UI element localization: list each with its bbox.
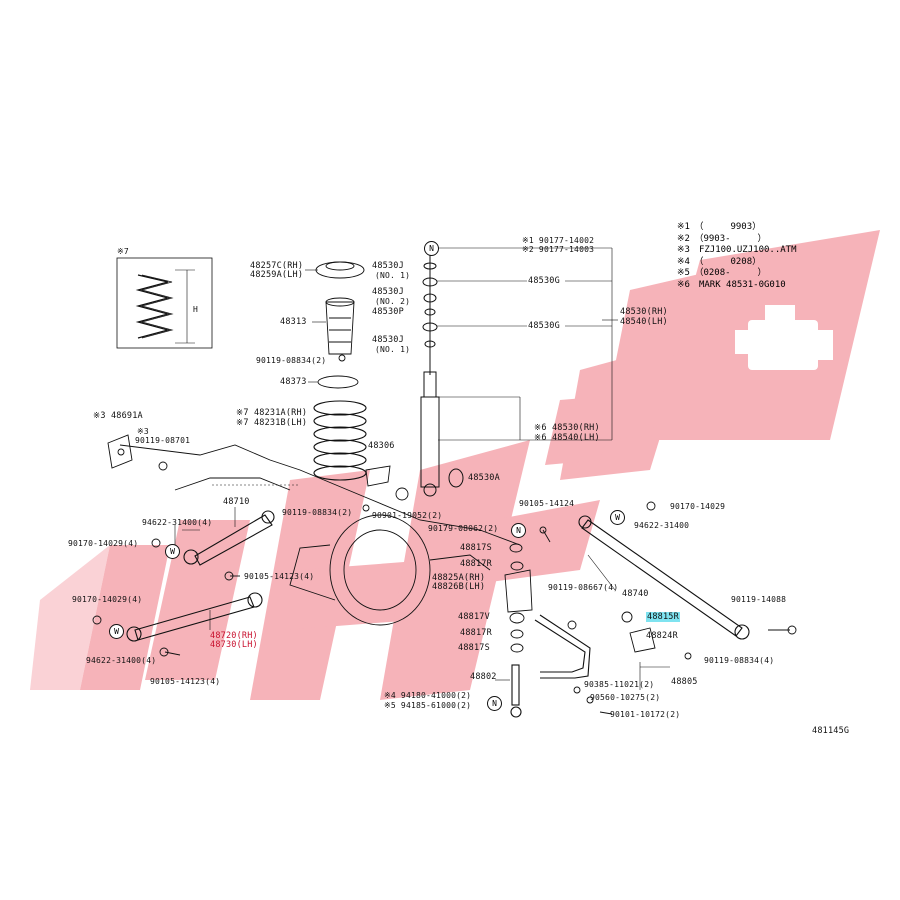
part-label[interactable]: 48817R (460, 559, 492, 569)
legend-item: ※2 （9903- ） (677, 233, 767, 244)
part-label: ※3 (137, 427, 149, 436)
part-label[interactable]: 48817R (460, 628, 492, 638)
coil-spring (313, 400, 367, 481)
part-label[interactable]: 90385-11021(2) (584, 680, 655, 689)
part-label[interactable]: 48530(RH) (620, 307, 668, 317)
part-label[interactable]: 90170-14029(4) (68, 539, 139, 548)
part-label[interactable]: 48825A(RH) (432, 573, 486, 583)
spring-seat-parts (315, 261, 365, 389)
control-arms (126, 510, 750, 642)
inset-mark: ※7 (117, 247, 129, 256)
stabilizer-bar (510, 614, 591, 718)
part-label[interactable]: ※7 48231B(LH) (236, 418, 308, 428)
inset-dim-label: H (193, 305, 199, 314)
legend-item: ※6 MARK 48531-0G010 (677, 279, 786, 290)
leader-lines (174, 247, 670, 690)
part-label[interactable]: 90105-14123(4) (150, 677, 221, 686)
part-label[interactable]: ※5 94185-61000(2) (384, 701, 472, 710)
part-label[interactable]: 48530A (468, 473, 500, 483)
hardware (92, 501, 797, 715)
part-label[interactable]: ※6 48530(RH) (534, 423, 600, 433)
part-label[interactable]: ※7 48231A(RH) (236, 408, 308, 418)
part-label: (NO. 1) (375, 345, 411, 354)
part-label[interactable]: 48817V (458, 612, 490, 622)
part-label[interactable]: 90119-08834(4) (704, 656, 775, 665)
legend-item: ※5 （0208- ） (677, 268, 767, 278)
part-label[interactable]: 48730(LH) (210, 640, 258, 650)
part-label[interactable]: 48740 (622, 589, 649, 599)
part-label[interactable]: 48805 (671, 677, 698, 687)
part-label[interactable]: 48306 (368, 441, 395, 451)
marker-w-lower-arm: W (109, 624, 124, 639)
part-label[interactable]: 90105-14123(4) (244, 572, 315, 581)
part-label[interactable]: 90105-14124 (519, 499, 575, 508)
part-label[interactable]: 94622-31400(4) (142, 518, 213, 527)
part-label[interactable]: 48802 (470, 672, 497, 682)
diagram-code: 481145G (812, 726, 850, 736)
part-label[interactable]: 48710 (223, 497, 250, 507)
part-label[interactable]: 90119-08667(4) (548, 583, 619, 592)
part-label: (NO. 2) (375, 297, 411, 306)
part-label[interactable]: 48530P (372, 307, 404, 317)
part-label[interactable]: 90170-14029 (670, 502, 726, 511)
part-label[interactable]: ※3 48691A (93, 411, 143, 421)
part-label-highlighted[interactable]: 48815R (646, 612, 680, 622)
part-label[interactable]: 48530J (372, 335, 404, 345)
part-label[interactable]: 94622-31400(4) (86, 656, 157, 665)
part-label[interactable]: ※2 90177-14003 (522, 245, 595, 254)
shock-absorber (420, 250, 464, 497)
marker-n-bottom: N (487, 696, 502, 711)
part-label[interactable]: 48259A(LH) (250, 270, 304, 280)
part-label[interactable]: 48257C(RH) (250, 261, 304, 271)
part-label[interactable]: 90560-10275(2) (590, 693, 661, 702)
axle-housing (119, 444, 521, 626)
spring-inset (116, 257, 213, 349)
legend-item: ※1 （ 9903） (677, 222, 762, 232)
part-label[interactable]: 48824R (646, 631, 678, 641)
part-label[interactable]: 94622-31400 (634, 521, 690, 530)
part-label[interactable]: 90101-10172(2) (610, 710, 681, 719)
part-label[interactable]: 48817S (460, 543, 492, 553)
part-label[interactable]: 48817S (458, 643, 490, 653)
marker-n-top: N (424, 241, 439, 256)
part-label[interactable]: 90119-08834(2) (256, 356, 327, 365)
part-label[interactable]: 90119-14088 (731, 595, 787, 604)
part-label[interactable]: 90170-14029(4) (72, 595, 143, 604)
part-label[interactable]: 48720(RH) (210, 631, 258, 641)
part-label[interactable]: ※1 90177-14002 (522, 236, 595, 245)
part-label[interactable]: ※4 94180-41000(2) (384, 691, 472, 700)
legend-item: ※4 （ 0208） (677, 256, 762, 267)
part-label[interactable]: 48826B(LH) (432, 582, 486, 592)
part-label[interactable]: 48313 (280, 317, 307, 327)
legend: ※1 （ 9903） ※2 （9903- ） ※3 FZJ100.UZJ100.… (677, 222, 797, 291)
part-label[interactable]: 48530G (528, 276, 560, 286)
legend-item: ※3 FZJ100.UZJ100..ATM (677, 245, 797, 255)
part-label[interactable]: 90119-08834(2) (282, 508, 353, 517)
marker-n-mid: N (511, 523, 526, 538)
part-label[interactable]: 48540(LH) (620, 317, 668, 327)
part-label[interactable]: 48373 (280, 377, 307, 387)
part-label[interactable]: 90179-08062(2) (428, 524, 499, 533)
marker-w-upper-arm: W (165, 544, 180, 559)
part-label[interactable]: 90901-19052(2) (372, 511, 443, 520)
part-label[interactable]: ※6 48540(LH) (534, 433, 600, 443)
part-label[interactable]: 48530J (372, 287, 404, 297)
part-label[interactable]: 90119-08701 (135, 436, 191, 445)
marker-w-lateral-rod: W (610, 510, 625, 525)
brackets (107, 434, 533, 613)
part-label[interactable]: 48530J (372, 261, 404, 271)
engine-logo (735, 305, 833, 370)
part-label[interactable]: 48530G (528, 321, 560, 331)
part-label: (NO. 1) (375, 271, 411, 280)
